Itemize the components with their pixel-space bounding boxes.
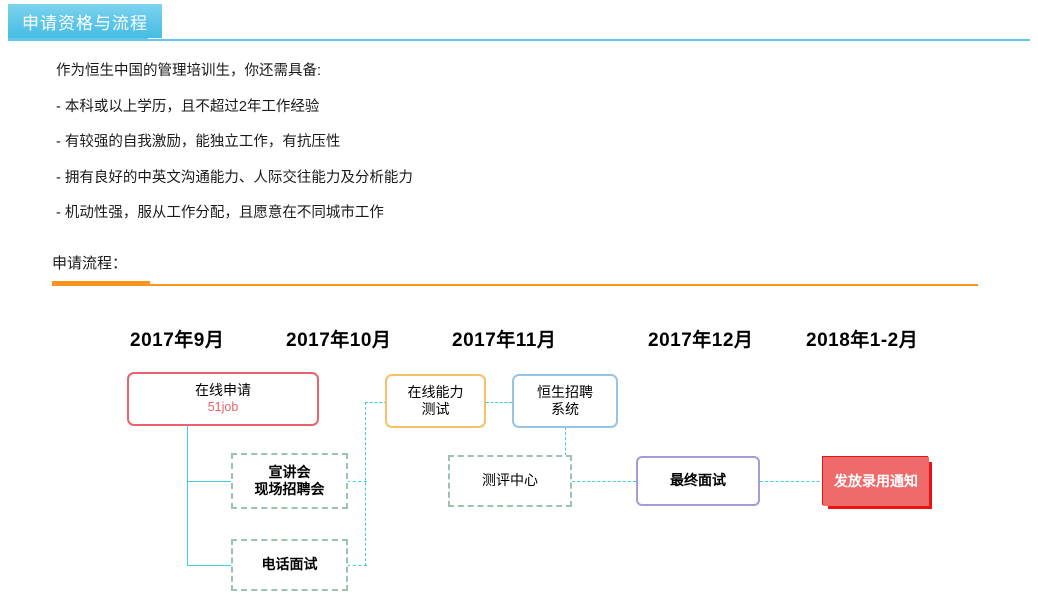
process-section-label: 申请流程： bbox=[52, 255, 128, 272]
requirement-item: - 有较强的自我激励，能独立工作，有抗压性 bbox=[56, 134, 341, 150]
requirement-item: - 拥有良好的中英文沟通能力、人际交往能力及分析能力 bbox=[56, 169, 413, 186]
timeline-label-1: 2017年9月 bbox=[130, 330, 225, 351]
flow-node-campus-talk-line2: 现场招聘会 bbox=[254, 481, 325, 497]
section-rule-thin bbox=[52, 284, 978, 286]
connector-assessment-to-final bbox=[572, 481, 636, 482]
flow-node-assessment-center-title: 测评中心 bbox=[482, 472, 538, 489]
timeline-header: 2017年9月 2017年10月 2017年11月 2017年12月 2018年… bbox=[0, 325, 1038, 355]
connector-final-to-offer bbox=[760, 481, 830, 482]
flow-node-online-apply-title: 在线申请 bbox=[195, 382, 251, 399]
requirement-item: - 机动性强，服从工作分配，且愿意在不同城市工作 bbox=[56, 205, 384, 221]
connector-apply-to-campus bbox=[187, 481, 232, 482]
header-tab[interactable]: 申请资格与流程 bbox=[8, 4, 162, 38]
flow-node-hs-system-line2: 系统 bbox=[551, 401, 579, 417]
flow-node-phone-interview-title: 电话面试 bbox=[261, 556, 318, 573]
connector-system-to-assessment bbox=[565, 427, 566, 481]
timeline-label-5: 2018年1-2月 bbox=[806, 330, 919, 351]
requirements-intro: 作为恒生中国的管理培训生，你还需具备: bbox=[56, 63, 322, 79]
header-rule-thin bbox=[8, 39, 1030, 41]
connector-campus-to-spine bbox=[347, 481, 367, 482]
flow-node-hs-system[interactable]: 恒生招聘 系统 bbox=[512, 374, 618, 428]
flow-node-online-test-line1: 在线能力 bbox=[407, 383, 464, 400]
flow-node-offer-title: 发放录用通知 bbox=[834, 472, 918, 489]
flow-node-online-apply[interactable]: 在线申请 51job bbox=[127, 372, 319, 426]
page-header: 申请资格与流程 bbox=[0, 0, 1038, 50]
timeline-label-4: 2017年12月 bbox=[648, 330, 754, 351]
flow-node-online-test[interactable]: 在线能力 测试 bbox=[385, 374, 486, 428]
flow-node-campus-talk-line1: 宣讲会 bbox=[268, 463, 311, 480]
connector-phone-to-spine bbox=[347, 565, 367, 566]
flow-node-hs-system-line1: 恒生招聘 bbox=[537, 383, 593, 400]
timeline-label-2: 2017年10月 bbox=[286, 330, 392, 351]
flow-node-offer[interactable]: 发放录用通知 bbox=[823, 457, 929, 506]
timeline-label-3: 2017年11月 bbox=[452, 330, 557, 351]
process-section-heading: 申请流程： bbox=[52, 252, 127, 273]
flow-node-phone-interview[interactable]: 电话面试 bbox=[231, 539, 348, 591]
flow-node-online-test-line2: 测试 bbox=[421, 401, 450, 417]
section-rule-thick bbox=[52, 281, 150, 286]
header-rule-thick bbox=[8, 38, 148, 41]
requirement-item: - 本科或以上学历，且不超过2年工作经验 bbox=[56, 98, 320, 115]
flow-node-online-apply-subtitle: 51job bbox=[207, 399, 239, 414]
connector-test-to-system bbox=[486, 402, 512, 403]
header-tab-label: 申请资格与流程 bbox=[22, 13, 148, 33]
requirements-block: 作为恒生中国的管理培训生，你还需具备: - 本科或以上学历，且不超过2年工作经验… bbox=[56, 64, 956, 242]
flow-node-final-interview-title: 最终面试 bbox=[670, 472, 726, 489]
connector-spine-to-online-test bbox=[365, 402, 387, 403]
flow-node-campus-talk[interactable]: 宣讲会 现场招聘会 bbox=[231, 453, 348, 509]
connector-apply-to-phone bbox=[187, 565, 232, 566]
connector-right-spine bbox=[365, 402, 366, 566]
flow-node-assessment-center[interactable]: 测评中心 bbox=[448, 455, 572, 507]
flow-node-final-interview[interactable]: 最终面试 bbox=[636, 456, 760, 506]
connector-apply-spine bbox=[187, 426, 188, 566]
